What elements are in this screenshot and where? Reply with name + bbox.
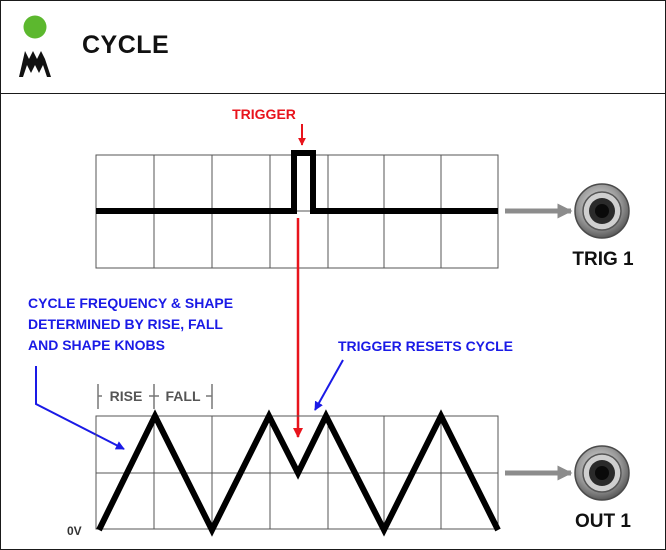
description-line-3: AND SHAPE KNOBS: [28, 337, 165, 353]
out-1-jack-icon[interactable]: [574, 445, 630, 501]
module-header: CYCLE: [1, 1, 665, 94]
rise-label: RISE: [110, 388, 143, 404]
description-line-1: CYCLE FREQUENCY & SHAPE: [28, 295, 233, 311]
description-arrow: [35, 366, 125, 450]
rise-fall-bracket: [97, 384, 213, 409]
zero-volt-label: 0V: [67, 524, 82, 538]
trig-1-jack-icon[interactable]: [574, 183, 630, 239]
status-led-icon: [23, 15, 47, 39]
module-title: CYCLE: [82, 31, 170, 59]
fall-label: FALL: [166, 388, 201, 404]
output-cycle-signal: [96, 409, 501, 537]
trigger-pulse-signal: [96, 150, 498, 214]
trigger-label: TRIGGER: [232, 106, 296, 122]
trigger-resets-label: TRIGGER RESETS CYCLE: [338, 338, 513, 354]
module-logo-icon: [19, 15, 51, 77]
trig-1-label: TRIG 1: [572, 249, 634, 270]
mountains-icon: [19, 51, 51, 77]
trigger-resets-arrow: [314, 359, 344, 411]
description-line-2: DETERMINED BY RISE, FALL: [28, 316, 223, 332]
out-1-label: OUT 1: [575, 511, 631, 532]
